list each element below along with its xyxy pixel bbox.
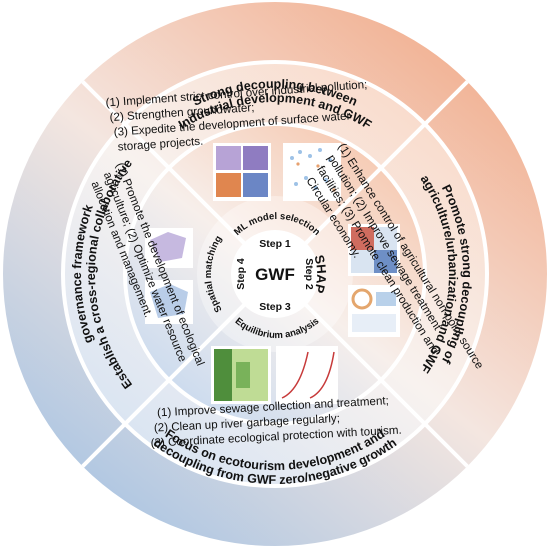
step-1-label: Step 1 [259, 238, 291, 250]
ring-border-middle [123, 122, 427, 426]
thumb-scatter-top-right [283, 143, 341, 201]
thumb-heatmap-right [348, 224, 400, 276]
center-core [253, 252, 297, 296]
thumb-map-left-upper [145, 228, 193, 268]
thumb-heatmap-bottom [211, 346, 271, 404]
step-4-label: Step 4 [235, 258, 247, 290]
center-label: GWF [255, 265, 295, 284]
thumb-curves-bottom [276, 346, 338, 404]
ring-border-outer [61, 60, 489, 488]
svg-text:storage projects.: storage projects. [117, 135, 203, 154]
thumb-maps-top-left [213, 143, 271, 201]
step-3-label: Step 3 [259, 301, 291, 313]
thumb-shap-plots-right [348, 285, 400, 337]
step-2-label: Step 2 [303, 258, 315, 290]
thumb-map-left-lower [145, 280, 193, 324]
